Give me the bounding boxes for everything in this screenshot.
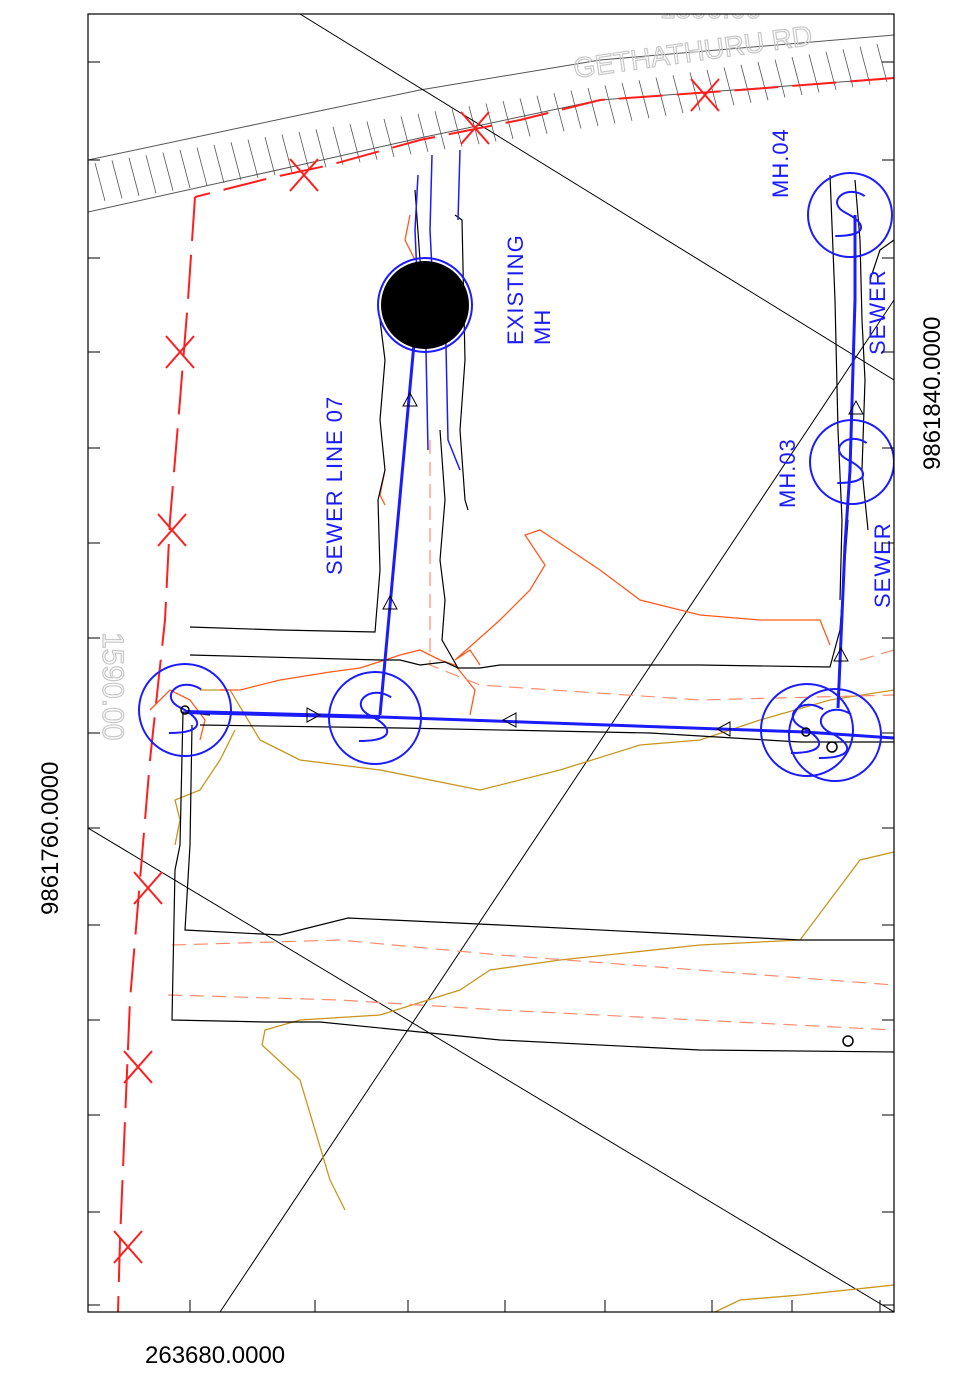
mh03-label: MH.03 [775,438,800,508]
map-frame [87,13,895,1313]
sewer-manhole-symbol [138,663,232,757]
survey-points [180,705,854,1047]
northing-label-right: 9861840.0000 [919,317,946,471]
sewer-label-b: SEWER [870,522,895,608]
diagonal-lines [88,14,894,1312]
northing-label-left: 9861760.0000 [37,762,64,916]
contour-label-left: 1590.00 [96,632,129,740]
sewer-lines [184,149,894,740]
boundary-lines [171,174,894,1053]
blue-labels: SEWER LINE 07 EXISTING MH MH.03 MH.04 SE… [322,128,895,608]
sewer-manhole-symbol [807,172,893,258]
sewer-line-label: SEWER LINE 07 [322,396,347,575]
contour-label-top: 1590.00 [660,0,761,24]
easting-label: 263680.0000 [145,1342,285,1369]
map-content: GETHATHURU RD 1590.00 [88,0,895,1312]
gold-contours [174,689,894,1312]
sewer-manhole-symbol [760,683,854,777]
dashed-lines [167,440,894,1031]
sewer-label-a: SEWER [865,269,890,355]
sewer-manhole-symbol [809,419,894,505]
mh04-label: MH.04 [768,128,793,198]
existing-mh-label-1: EXISTING [503,234,528,345]
fence-x-marks [113,78,720,1264]
manholes [138,172,894,782]
existing-mh-label-2: MH [530,309,555,345]
frame-ticks [88,61,894,1312]
sewer-manhole-symbol [788,688,882,782]
road-label: GETHATHURU RD [572,20,815,84]
sewer-manhole-symbol [328,671,422,765]
orange-contours [149,214,831,741]
fence-line [117,77,894,1312]
existing-manhole [377,257,473,353]
flow-arrows [306,391,864,737]
